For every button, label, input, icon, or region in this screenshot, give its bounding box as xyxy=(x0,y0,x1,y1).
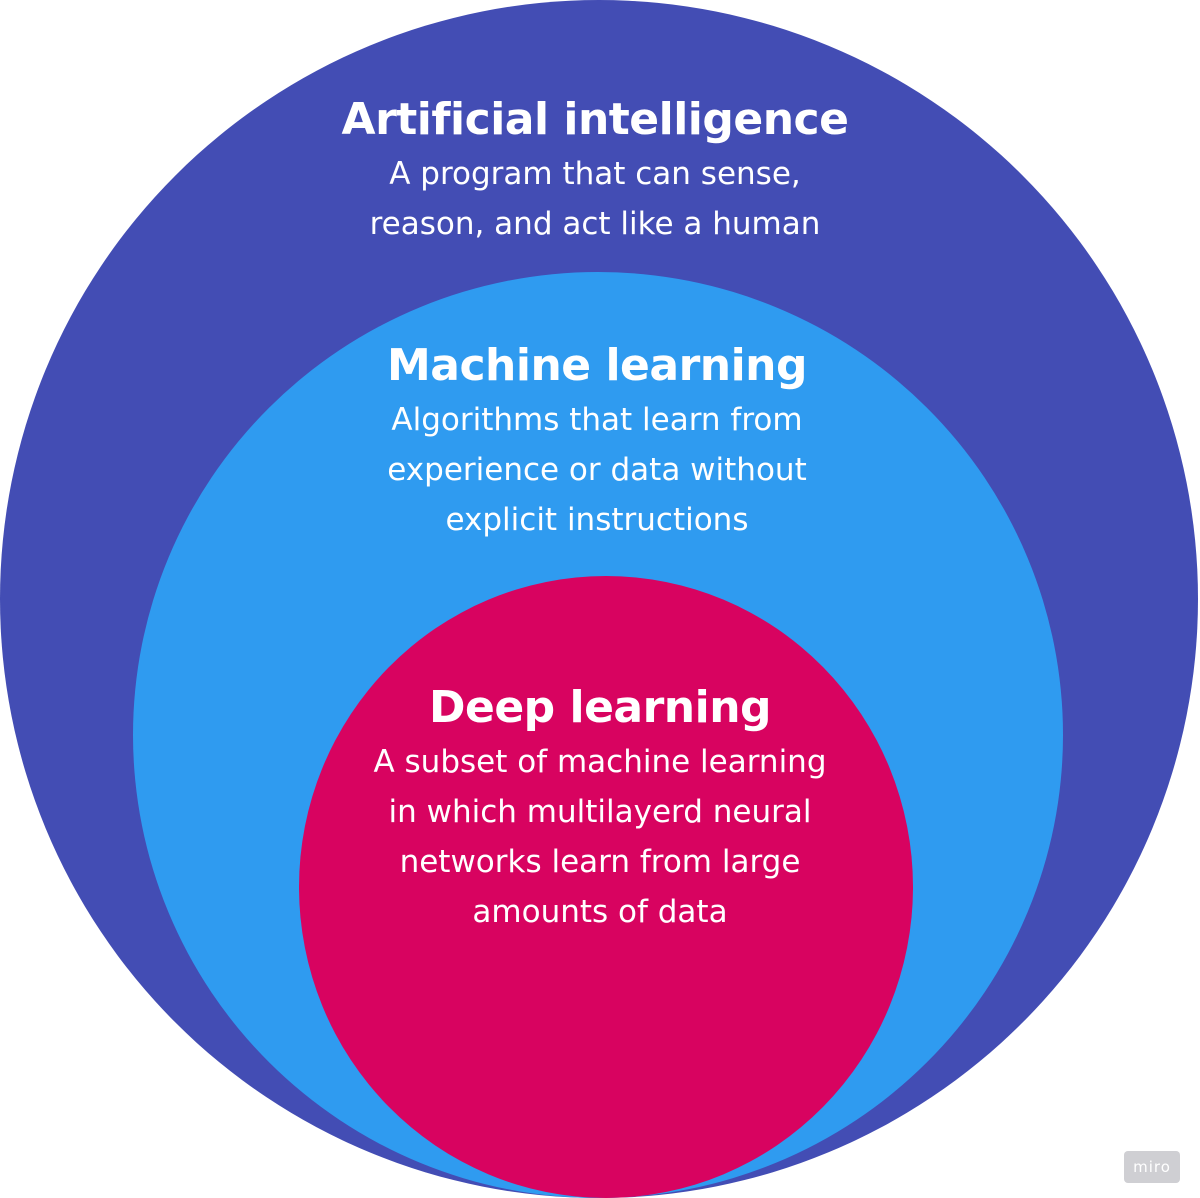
artificial-intelligence-description: A program that can sense, reason, and ac… xyxy=(0,149,1195,249)
dl-description-line: amounts of data xyxy=(472,894,728,930)
deep-learning-title: Deep learning xyxy=(428,682,772,733)
ml-description-line: explicit instructions xyxy=(445,502,749,538)
machine-learning-label: Machine learning Algorithms that learn f… xyxy=(0,338,1197,545)
artificial-intelligence-title: Artificial intelligence xyxy=(341,94,849,145)
dl-description-line: A subset of machine learning xyxy=(373,744,827,780)
dl-description-line: networks learn from large xyxy=(399,844,801,880)
ml-description-line: Algorithms that learn from xyxy=(391,402,803,438)
machine-learning-description: Algorithms that learn from experience or… xyxy=(0,395,1197,545)
deep-learning-circle xyxy=(299,576,913,1198)
ai-description-line: A program that can sense, xyxy=(389,156,801,192)
machine-learning-title: Machine learning xyxy=(387,340,808,391)
deep-learning-label: Deep learning A subset of machine learni… xyxy=(0,680,1200,937)
artificial-intelligence-label: Artificial intelligence A program that c… xyxy=(0,92,1195,249)
deep-learning-description: A subset of machine learning in which mu… xyxy=(0,737,1200,937)
miro-watermark: miro xyxy=(1124,1151,1180,1183)
ml-description-line: experience or data without xyxy=(387,452,807,488)
ai-description-line: reason, and act like a human xyxy=(369,206,821,242)
dl-description-line: in which multilayerd neural xyxy=(388,794,812,830)
